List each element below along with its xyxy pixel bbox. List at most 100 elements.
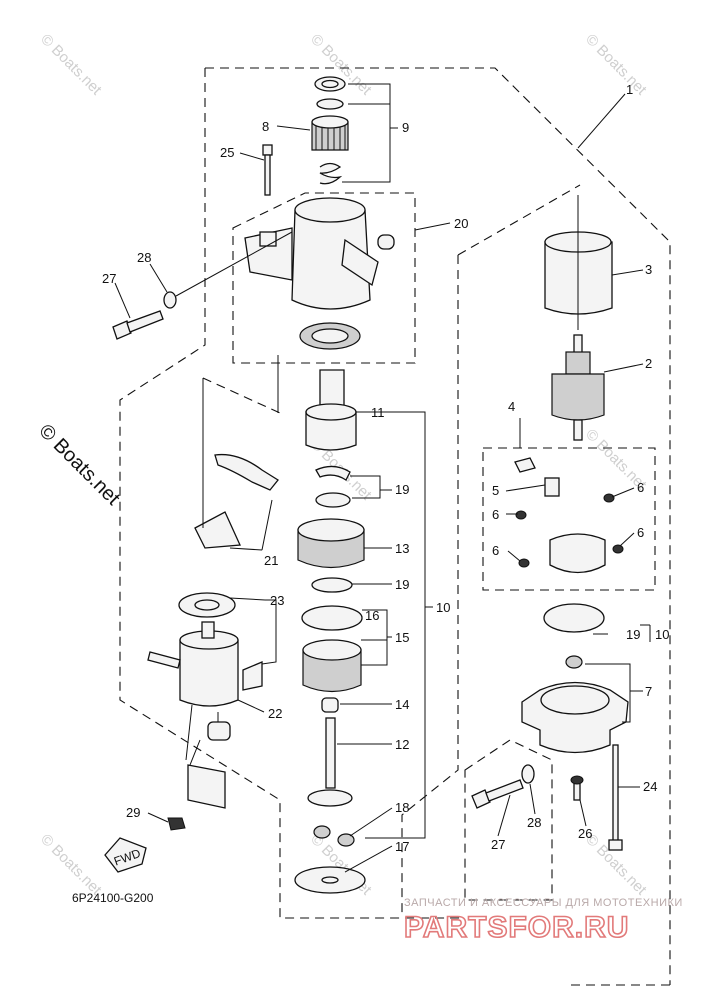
callout-2: 2: [645, 356, 652, 371]
leader-26: [579, 799, 587, 827]
part-spring-6a: [515, 510, 527, 520]
callout-27b: 27: [491, 837, 505, 852]
branding-logo: PARTSFOR.RU: [404, 911, 629, 944]
leader-8: [276, 125, 311, 131]
callout-29: 29: [126, 805, 140, 820]
part-group-drive: [294, 369, 366, 894]
solenoid-lead: [147, 651, 181, 669]
leader-25: [239, 152, 265, 161]
part-brush-5: [544, 477, 560, 497]
callout-13: 13: [395, 541, 409, 556]
bracket-flange-right: [341, 238, 379, 287]
callout-21: 21: [264, 553, 278, 568]
clutch-top: [302, 639, 362, 661]
callout-27a: 27: [102, 271, 116, 286]
screw26-head: [570, 775, 584, 785]
part-plate-19: [543, 603, 605, 633]
part-bearing-inner: [311, 328, 349, 344]
gear13-top: [297, 518, 365, 542]
callouts: 1 2 3 4 5 6 6 6 6 7 8 9 10 10 11 12 13 1…: [102, 82, 669, 854]
callout-10a: 10: [436, 600, 450, 615]
leader-7: [585, 663, 643, 723]
callout-9: 9: [402, 120, 409, 135]
callout-19b: 19: [395, 577, 409, 592]
part-bushing-14: [321, 697, 339, 713]
boundary-assembly-4: [482, 447, 656, 591]
part-clip: [316, 98, 344, 110]
bracket-tab: [259, 231, 277, 247]
leader-18: [349, 807, 393, 837]
callout-19a: 19: [395, 482, 409, 497]
callout-24: 24: [643, 779, 657, 794]
leader-28a: [149, 263, 168, 293]
drive-top: [305, 403, 357, 421]
leader-20: [414, 222, 451, 231]
leader-29: [147, 812, 169, 823]
leader-22: [237, 699, 265, 713]
callout-25: 25: [220, 145, 234, 160]
pinion-teeth: [315, 122, 346, 150]
callout-16: 16: [365, 608, 379, 623]
watermark-text: © Boats.net: [582, 31, 650, 99]
leader-2: [603, 363, 644, 373]
part-front-bracket-20: [244, 197, 395, 350]
leader-27b: [497, 794, 511, 837]
watermark-text: © Boats.net: [37, 31, 105, 99]
part-planet-shaft-12: [325, 717, 336, 789]
part-cover-16: [301, 605, 363, 631]
bolt-shank: [126, 310, 164, 333]
callout-3: 3: [645, 262, 652, 277]
leader-9: [342, 83, 398, 183]
diagram-code: 6P24100-G200: [72, 891, 154, 905]
leader-6c: [507, 550, 521, 562]
leader-17: [344, 845, 393, 873]
callout-6d: 6: [637, 525, 644, 540]
part-bolt-27-lower-shank: [485, 779, 524, 802]
bolt-head: [262, 144, 273, 156]
part-group-pinion: [311, 76, 349, 185]
part-armature-2: [551, 373, 605, 421]
part-washer-19b: [315, 492, 351, 508]
boundary-assembly-10: [202, 184, 581, 918]
bolt-shank: [264, 154, 271, 196]
part-through-bolt-25: [262, 144, 273, 196]
fwd-arrow-shape: [104, 837, 147, 873]
part-terminal-block: [187, 764, 226, 809]
callout-28a: 28: [137, 250, 151, 265]
part-spring-6b: [603, 493, 615, 503]
gasket-hole: [194, 599, 220, 611]
leader-assembly-20-link: [202, 355, 279, 528]
leader: [175, 231, 293, 297]
leader-23: [229, 597, 277, 665]
leader-27a: [114, 282, 131, 319]
bolt-head: [112, 320, 132, 340]
watermark-text: © Boats.net: [37, 831, 105, 899]
part-group-solenoid: [147, 453, 279, 831]
part-group-motor: [471, 195, 629, 851]
part-nut-29: [167, 817, 186, 831]
watermarks: © Boats.net © Boats.net © Boats.net © Bo…: [34, 31, 650, 899]
leader-19-10: [593, 624, 651, 642]
part-stop-ring-hole: [321, 79, 339, 89]
branding-tagline: ЗАПЧАСТИ И АКСЕССУАРЫ ДЛЯ МОТОТЕХНИКИ: [404, 897, 683, 909]
callout-1: 1: [626, 82, 633, 97]
callout-8: 8: [262, 119, 269, 134]
part-drive-shaft-11: [305, 411, 357, 451]
callout-26: 26: [578, 826, 592, 841]
bracket-flange-left: [244, 227, 293, 281]
part-cover-23: [242, 661, 263, 691]
part-washer-28-lower: [521, 764, 535, 784]
leader-1: [577, 93, 626, 149]
part-washer-19c: [311, 577, 353, 593]
leader-solenoid-parts: [185, 704, 219, 766]
part-boot: [207, 721, 231, 741]
leader-21: [229, 499, 273, 551]
watermark-text: © Boats.net: [34, 420, 124, 510]
part-lever-21: [214, 453, 279, 491]
boundary-assembly-24: [464, 739, 553, 901]
bolt24-nut: [608, 839, 623, 851]
callout-10b: 10: [655, 627, 669, 642]
leader-6d: [619, 532, 635, 547]
callout-18: 18: [395, 800, 409, 815]
